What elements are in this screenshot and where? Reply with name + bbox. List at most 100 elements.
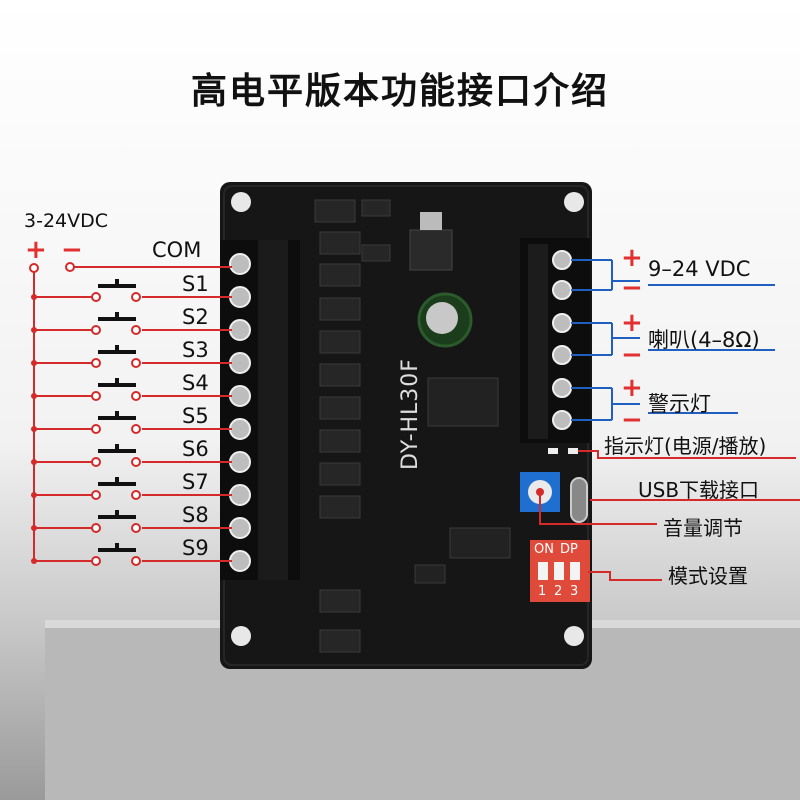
switch-contact-right: [131, 292, 141, 302]
capacitor-top: [426, 302, 458, 334]
switch-label-s8: S8: [182, 503, 209, 527]
right-terminal-screw-3: [552, 313, 572, 333]
bus-junction: [31, 492, 37, 498]
alarm-minus: −: [621, 405, 643, 435]
switch-label-s2: S2: [182, 305, 209, 329]
switch-contact-left: [91, 325, 101, 335]
mount-hole: [231, 626, 251, 646]
mode-label: 模式设置: [668, 564, 748, 588]
bus-junction: [31, 558, 37, 564]
right-terminal-screw-2: [552, 280, 572, 300]
terminal-screw-s9: [229, 550, 251, 572]
terminal-screw-com: [229, 253, 251, 275]
terminal-screw-s8: [229, 517, 251, 539]
speaker-label: 喇叭(4–8Ω): [648, 328, 760, 352]
switch-contact-left: [91, 391, 101, 401]
dip-dp-label: DP: [560, 542, 578, 557]
speaker-plus: +: [621, 308, 643, 338]
plus-node: [29, 263, 39, 273]
input-voltage-label: 3-24VDC: [24, 210, 109, 232]
switch-contact-left: [91, 424, 101, 434]
bus-junction: [31, 525, 37, 531]
power-minus: −: [621, 273, 643, 303]
switch-label-s5: S5: [182, 404, 209, 428]
switch-contact-left: [91, 457, 101, 467]
switch-contact-left: [91, 292, 101, 302]
right-terminal-screw-1: [552, 250, 572, 270]
switch-contact-right: [131, 358, 141, 368]
com-label: COM: [152, 238, 202, 262]
switch-contact-right: [131, 457, 141, 467]
right-terminal-screw-5: [552, 378, 572, 398]
speaker-minus: −: [621, 340, 643, 370]
regulator: [409, 229, 453, 271]
indicator-label: 指示灯(电源/播放): [604, 434, 767, 458]
terminal-screw-s2: [229, 319, 251, 341]
left-terminal-slots: [258, 240, 288, 580]
right-terminal-screw-4: [552, 345, 572, 365]
switch-label-s9: S9: [182, 536, 209, 560]
bus-junction: [31, 327, 37, 333]
bus-junction: [31, 360, 37, 366]
power-label: 9–24 VDC: [648, 257, 751, 281]
switch-label-s4: S4: [182, 371, 209, 395]
led-play: [568, 448, 578, 454]
bus-junction: [31, 393, 37, 399]
main-ic: [427, 377, 499, 427]
terminal-screw-s4: [229, 385, 251, 407]
switch-contact-right: [131, 523, 141, 533]
small-ic: [414, 564, 446, 584]
switch-contact-right: [131, 391, 141, 401]
led-power: [548, 448, 558, 454]
switch-contact-right: [131, 556, 141, 566]
volume-label: 音量调节: [663, 516, 743, 540]
mount-hole: [564, 192, 584, 212]
board-model: DY-HL30F: [398, 358, 423, 470]
usb-port: [570, 477, 588, 523]
switch-contact-left: [91, 490, 101, 500]
dip-num-3: 3: [570, 584, 579, 599]
switch-label-s7: S7: [182, 470, 209, 494]
mount-hole: [564, 626, 584, 646]
switch-contact-left: [91, 523, 101, 533]
amp-ic: [449, 527, 511, 559]
alarm-plus: +: [621, 373, 643, 403]
right-terminal-slots: [528, 244, 548, 439]
bus-junction: [31, 459, 37, 465]
bus-junction: [31, 294, 37, 300]
dip-num-2: 2: [554, 584, 563, 599]
page-title: 高电平版本功能接口介绍: [190, 71, 609, 112]
terminal-screw-s7: [229, 484, 251, 506]
opto-chips: [314, 199, 391, 653]
switch-label-s1: S1: [182, 272, 209, 296]
terminal-screw-s1: [229, 286, 251, 308]
terminal-screw-s5: [229, 418, 251, 440]
right-terminal-screw-6: [552, 410, 572, 430]
switch-contact-right: [131, 424, 141, 434]
bus-junction: [31, 426, 37, 432]
volume-callout: [539, 492, 657, 525]
dip-levers: [538, 562, 580, 580]
power-plus: +: [621, 243, 643, 273]
indicator-callout: [578, 450, 796, 459]
input-plus: +: [25, 235, 47, 265]
switch-contact-left: [91, 556, 101, 566]
input-minus: −: [61, 235, 83, 265]
terminal-screw-s6: [229, 451, 251, 473]
usb-label: USB下载接口: [638, 478, 760, 502]
dip-on-label: ON: [534, 542, 554, 557]
regulator-tab: [420, 212, 442, 230]
switch-label-s3: S3: [182, 338, 209, 362]
mount-hole: [231, 192, 251, 212]
dip-num-1: 1: [538, 584, 547, 599]
switch-contact-right: [131, 490, 141, 500]
terminal-screw-s3: [229, 352, 251, 374]
alarm-label: 警示灯: [648, 392, 711, 416]
switch-contact-right: [131, 325, 141, 335]
mode-callout: [588, 571, 662, 581]
switch-label-s6: S6: [182, 437, 209, 461]
com-node: [65, 262, 75, 272]
switch-contact-left: [91, 358, 101, 368]
